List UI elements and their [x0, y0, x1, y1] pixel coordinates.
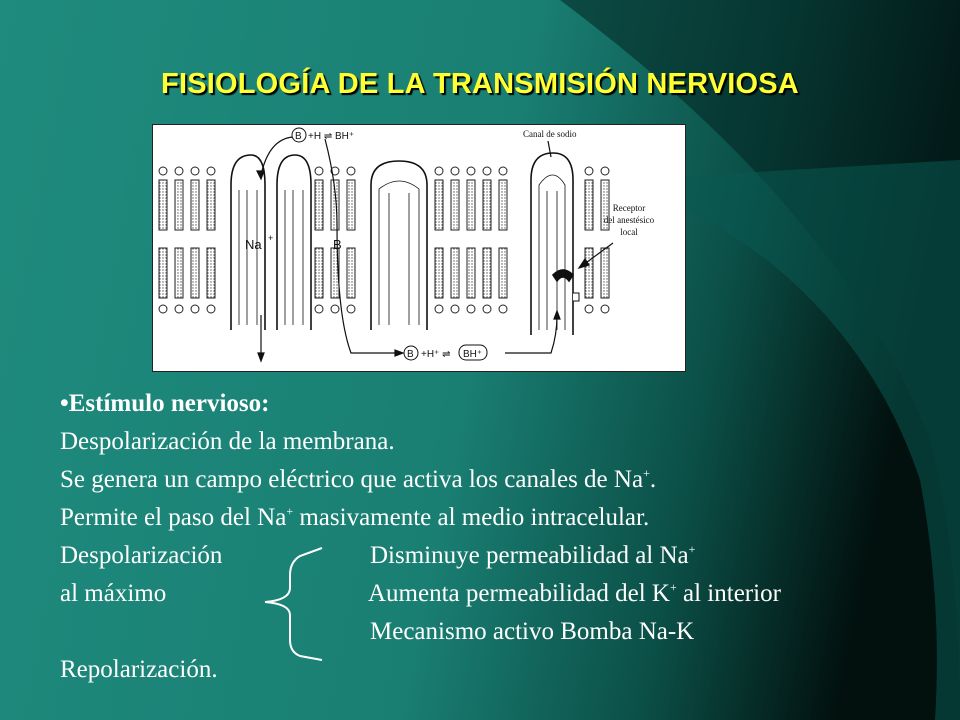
- label-na: Na: [245, 237, 262, 252]
- label-receptor-2: del anestésico: [604, 215, 655, 225]
- label-bottom-b: B: [407, 349, 414, 360]
- lipid-bilayer-left: [158, 166, 216, 314]
- sodium-channel-receptor: [530, 152, 580, 335]
- label-na-sup: +: [268, 233, 273, 243]
- sodium-channel-closed: [370, 160, 428, 330]
- label-top-b: B: [295, 131, 302, 142]
- ion-flow-arrows: [256, 136, 614, 363]
- label-top-equation: +H ⇌ BH⁺: [308, 131, 354, 142]
- lipid-bilayer-far-right: [584, 166, 610, 314]
- bullet-heading: •Estímulo nervioso:: [60, 390, 270, 417]
- label-bottom-equation: +H⁺ ⇌: [421, 349, 451, 360]
- lipid-bilayer-middle: [314, 166, 356, 314]
- text-line-2: Se genera un campo eléctrico que activa …: [60, 466, 657, 493]
- text-line-4-left: Despolarización: [60, 542, 223, 569]
- sodium-channel-open-left: [230, 154, 312, 330]
- label-b: B: [333, 237, 342, 252]
- effect-3: Mecanismo activo Bomba Na-K: [370, 618, 695, 645]
- label-canal: Canal de sodio: [523, 129, 577, 139]
- label-receptor-1: Receptor: [613, 203, 645, 213]
- slide-title: FISIOLOGÍA DE LA TRANSMISIÓN NERVIOSA: [161, 68, 799, 100]
- text-repolarizacion: Repolarización.: [60, 656, 218, 683]
- effect-2: Aumenta permeabilidad del K+ al interior: [368, 580, 781, 607]
- label-bottom-bh: BH⁺: [463, 349, 482, 360]
- lipid-bilayer-right: [434, 166, 508, 314]
- text-line-5-left: al máximo: [60, 580, 167, 607]
- text-line-3: Permite el paso del Na+ masivamente al m…: [60, 504, 650, 531]
- diagram-labels: B +H ⇌ BH⁺ Canal de sodio Receptor del a…: [245, 127, 655, 361]
- text-line-1: Despolarización de la membrana.: [60, 428, 395, 455]
- sodium-channel-diagram: B +H ⇌ BH⁺ Canal de sodio Receptor del a…: [152, 124, 686, 372]
- effect-1: Disminuye permeabilidad al Na+: [370, 542, 696, 569]
- label-receptor-3: local: [620, 227, 638, 237]
